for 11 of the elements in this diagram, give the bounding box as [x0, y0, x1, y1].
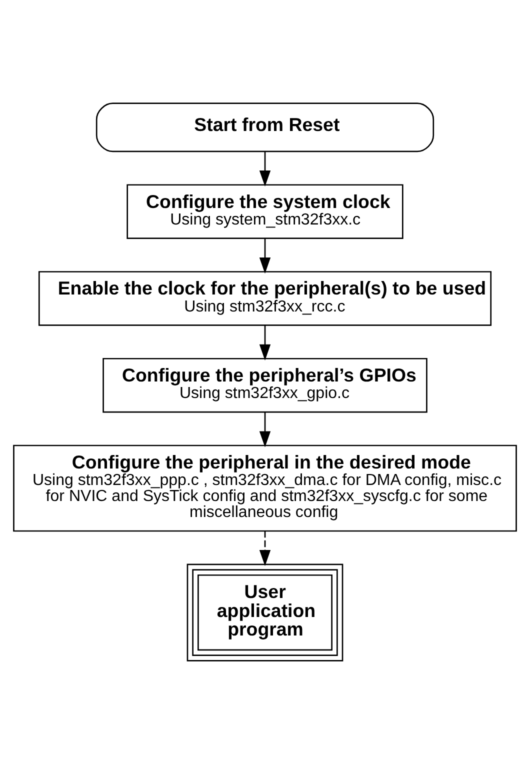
node-box: Configure the peripheral in the desired mode Using stm32f3xx_ppp.c , stm32f3xx_dma.c for DMA config, misc.c for NVIC and SysTick config and stm32f3xx_syscfg.c for some miscellaneous config — [13, 444, 517, 532]
node-box: Configure the system clock Using system_stm32f3xx.c — [126, 184, 404, 238]
arrow — [259, 530, 271, 566]
arrow — [259, 151, 271, 186]
node-box: Enable the clock for the peripheral(s) to be used Using stm32f3xx_rcc.c — [38, 270, 492, 326]
node-box: Start from Reset — [96, 102, 434, 152]
arrow — [259, 412, 271, 447]
node-box: User application program — [186, 563, 344, 661]
arrow — [259, 325, 271, 360]
node-box: Configure the peripheral’s GPIOs Using stm32f3xx_gpio.c — [102, 357, 428, 412]
arrow — [259, 238, 271, 274]
